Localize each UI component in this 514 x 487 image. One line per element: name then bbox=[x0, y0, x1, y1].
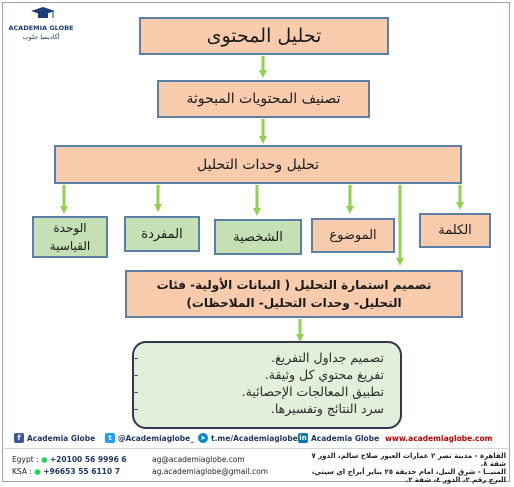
whatsapp-icon: ● bbox=[34, 467, 41, 476]
unit-topic: الموضوع bbox=[311, 218, 395, 253]
unit-character: الشخصية bbox=[214, 219, 302, 255]
step-item: تطبيق المعالجات الإحصائية.- bbox=[134, 384, 384, 399]
academia-globe-logo: ACADEMIA GLOBE أكاديميا جلوب bbox=[8, 6, 74, 46]
address-cairo: القاهرة - مدينة نصر ٢ عمارات العبور صلاح… bbox=[311, 452, 506, 468]
twitter-link[interactable]: t@Academiaglobe_ bbox=[105, 431, 194, 445]
node-content-analysis: تحليل المحتوى bbox=[139, 17, 389, 55]
email-primary[interactable]: ag@academiaglobe.com bbox=[152, 455, 245, 464]
telegram-icon: ➤ bbox=[198, 433, 208, 443]
address-minya: المنيــا - شرق النيل، امام حديقة ٢٥ يناي… bbox=[311, 468, 506, 484]
egypt-phone: Egypt : ● +20100 56 9996 6 bbox=[12, 455, 127, 464]
email-secondary[interactable]: ag.academiaglobe@gmail.com bbox=[152, 467, 268, 476]
step-item: تفريغ محتوي كل وثيقة.- bbox=[134, 367, 384, 382]
node-classify-contents: تصنيف المحتويات المبحوثة bbox=[157, 80, 370, 118]
unit-standard: الوحدة القياسية bbox=[32, 216, 108, 258]
unit-item: المفردة bbox=[124, 216, 200, 252]
graduation-cap-icon bbox=[31, 7, 55, 18]
step-item: تصميم جداول التفريغ.- bbox=[134, 350, 384, 365]
node-form-design: تصميم استمارة التحليل ( البيانات الأولية… bbox=[125, 270, 463, 318]
logo-name: ACADEMIA GLOBE bbox=[8, 24, 74, 32]
step-item: سرد النتائج وتفسيرها.- bbox=[134, 401, 384, 416]
twitter-icon: t bbox=[105, 433, 115, 443]
unit-word: الكلمة bbox=[419, 213, 491, 248]
logo-arabic: أكاديميا جلوب bbox=[22, 33, 60, 41]
ksa-phone: KSA : ● +96653 55 6110 7 bbox=[12, 467, 120, 476]
footer-divider bbox=[4, 448, 508, 449]
telegram-link[interactable]: ➤t.me/Academiaglobe bbox=[198, 431, 298, 445]
facebook-icon: f bbox=[14, 433, 24, 443]
node-analysis-units: تحليل وحدات التحليل bbox=[54, 145, 462, 184]
linkedin-icon: in bbox=[298, 433, 308, 443]
website-link[interactable]: www.academiaglobe.com bbox=[385, 433, 493, 443]
page-frame bbox=[2, 2, 510, 482]
steps-list: تصميم جداول التفريغ.- تفريغ محتوي كل وثي… bbox=[132, 341, 402, 429]
whatsapp-icon: ● bbox=[40, 455, 48, 464]
